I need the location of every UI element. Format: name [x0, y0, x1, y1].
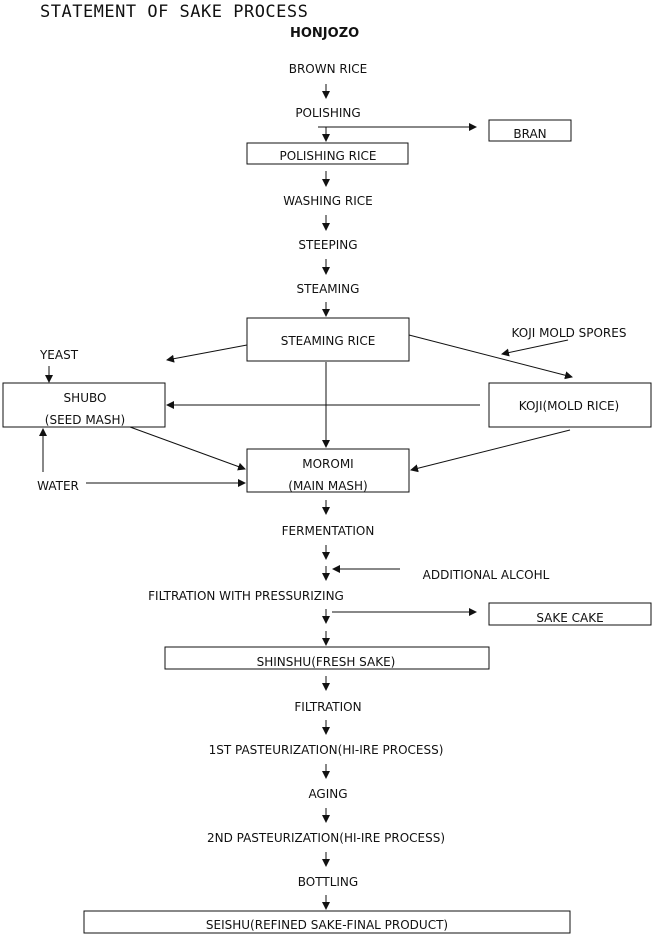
step-steaming: STEAMING: [297, 282, 360, 296]
step-aging: AGING: [308, 787, 347, 801]
shubo-box: [2, 382, 166, 428]
arrow-shubo-to-moromi: [129, 426, 246, 471]
step-yeast: YEAST: [39, 348, 79, 362]
arrow-koji-to-moromi: [410, 429, 571, 473]
step-steaming-rice: STEAMING RICE: [281, 334, 376, 348]
step-washing-rice: WASHING RICE: [283, 194, 373, 208]
step-moromi: MOROMI: [302, 457, 353, 471]
step-shubo-sub: (SEED MASH): [45, 413, 125, 427]
step-shinshu: SHINSHU(FRESH SAKE): [257, 655, 396, 669]
step-pasteurization-1: 1ST PASTEURIZATION(HI-IRE PROCESS): [209, 743, 444, 757]
page-subtitle: HONJOZO: [290, 26, 360, 41]
step-polishing: POLISHING: [295, 106, 360, 120]
step-seishu: SEISHU(REFINED SAKE-FINAL PRODUCT): [206, 918, 448, 932]
polishing-rice-box: [246, 142, 409, 165]
step-additional-alcohol: ADDITIONAL ALCOHL: [423, 568, 550, 582]
koji-box: [488, 382, 652, 428]
arrow-steaming-rice-to-shubo: [166, 344, 248, 363]
step-koji-mold-spores: KOJI MOLD SPORES: [512, 326, 627, 340]
step-fermentation: FERMENTATION: [282, 524, 375, 538]
bran-box: [488, 119, 572, 142]
arrow-koji-mold-spores-to-koji: [501, 339, 569, 357]
moromi-box: [246, 448, 410, 493]
sake-cake-box: [488, 602, 652, 626]
step-steeping: STEEPING: [298, 238, 357, 252]
seishu-box: [83, 910, 571, 934]
shinshu-box: [164, 646, 490, 670]
step-filtration: FILTRATION: [294, 700, 361, 714]
page-title: STATEMENT OF SAKE PROCESS: [40, 2, 309, 22]
step-brown-rice: BROWN RICE: [289, 62, 368, 76]
step-bottling: BOTTLING: [298, 875, 358, 889]
step-filtration-pressurizing: FILTRATION WITH PRESSURIZING: [148, 589, 344, 603]
step-water: WATER: [37, 479, 79, 493]
steaming-rice-box: [246, 317, 410, 362]
step-moromi-sub: (MAIN MASH): [288, 479, 367, 493]
step-koji: KOJI(MOLD RICE): [519, 399, 619, 413]
step-bran: BRAN: [513, 127, 546, 141]
side-arrows: [39, 123, 573, 616]
step-sake-cake: SAKE CAKE: [536, 611, 603, 625]
step-shubo: SHUBO: [64, 391, 107, 405]
arrow-steaming-rice-to-koji: [408, 334, 573, 380]
step-pasteurization-2: 2ND PASTEURIZATION(HI-IRE PROCESS): [207, 831, 445, 845]
step-polishing-rice: POLISHING RICE: [279, 149, 376, 163]
